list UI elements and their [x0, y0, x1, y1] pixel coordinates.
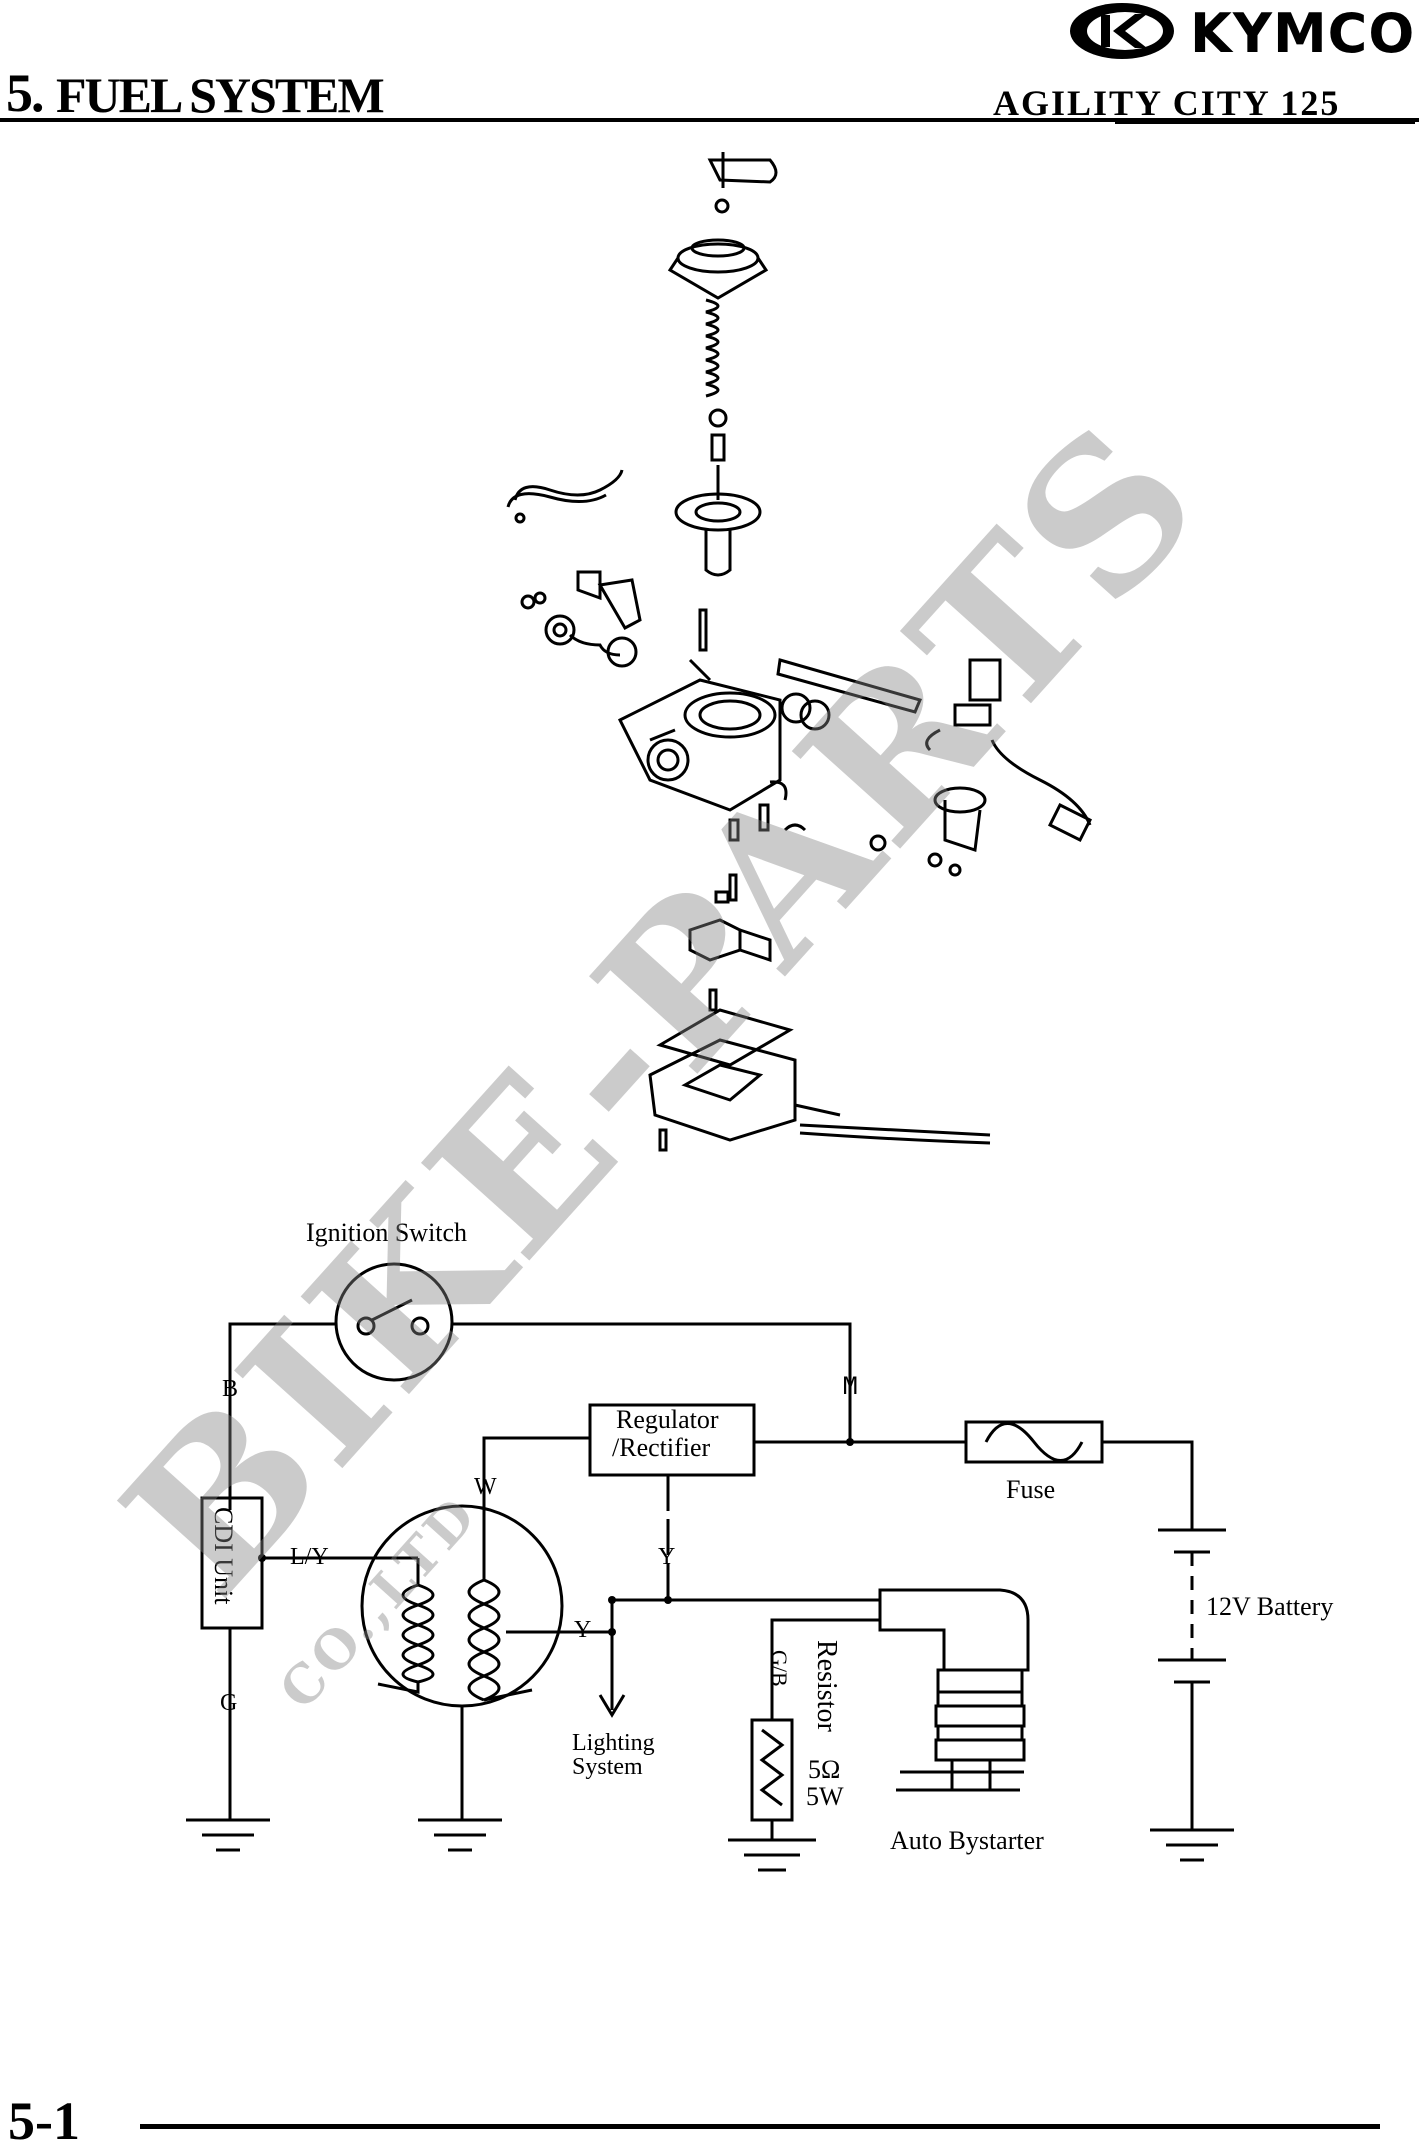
- auto-bystarter-label: Auto Bystarter: [890, 1826, 1044, 1855]
- lighting-system-label-line1: Lighting: [572, 1730, 655, 1756]
- wire-label-gb: G/B: [767, 1650, 792, 1687]
- header-rule: [0, 118, 1419, 122]
- model-name: AGILITY CITY 125: [993, 83, 1341, 123]
- kymco-logo-icon: [1070, 3, 1174, 59]
- wire-label-b: B: [222, 1376, 239, 1402]
- footer-rule: [140, 2124, 1380, 2129]
- resistor-label: Resistor: [811, 1640, 842, 1732]
- wire-label-w: W: [474, 1474, 497, 1500]
- fuse-label: Fuse: [1006, 1475, 1056, 1504]
- page-number: 5-1: [8, 2091, 80, 2151]
- cdi-unit-label: CDI Unit: [209, 1507, 238, 1605]
- regulator-label-line2: /Rectifier: [612, 1433, 711, 1462]
- wire-label-y-upper: Y: [658, 1544, 676, 1570]
- carburetor-exploded-view: [506, 152, 1093, 1152]
- ignition-switch-label: Ignition Switch: [306, 1218, 468, 1247]
- ignition-switch-symbol: [334, 1262, 454, 1382]
- header-rule-accent: [1115, 122, 1415, 124]
- section-number: 5.: [6, 63, 44, 123]
- battery-label: 12V Battery: [1206, 1592, 1334, 1621]
- wire-label-y-right: Y: [574, 1617, 592, 1643]
- fuel-system-circuit-diagram: [186, 1262, 1234, 1872]
- page-title: FUEL SYSTEM: [56, 67, 385, 123]
- resistor-ohm-label: 5Ω: [808, 1755, 841, 1784]
- wire-label-ly: L/Y: [290, 1544, 329, 1570]
- regulator-box: [588, 1403, 756, 1477]
- resistor-watt-label: 5W: [806, 1782, 844, 1811]
- lighting-system-label-line2: System: [572, 1754, 643, 1780]
- regulator-label-line1: Regulator: [616, 1405, 719, 1434]
- wire-label-m: M: [843, 1372, 858, 1400]
- wire-label-g: G: [220, 1690, 238, 1716]
- brand-name: KYMCO: [1190, 2, 1416, 65]
- brand-logo: [1065, 0, 1415, 70]
